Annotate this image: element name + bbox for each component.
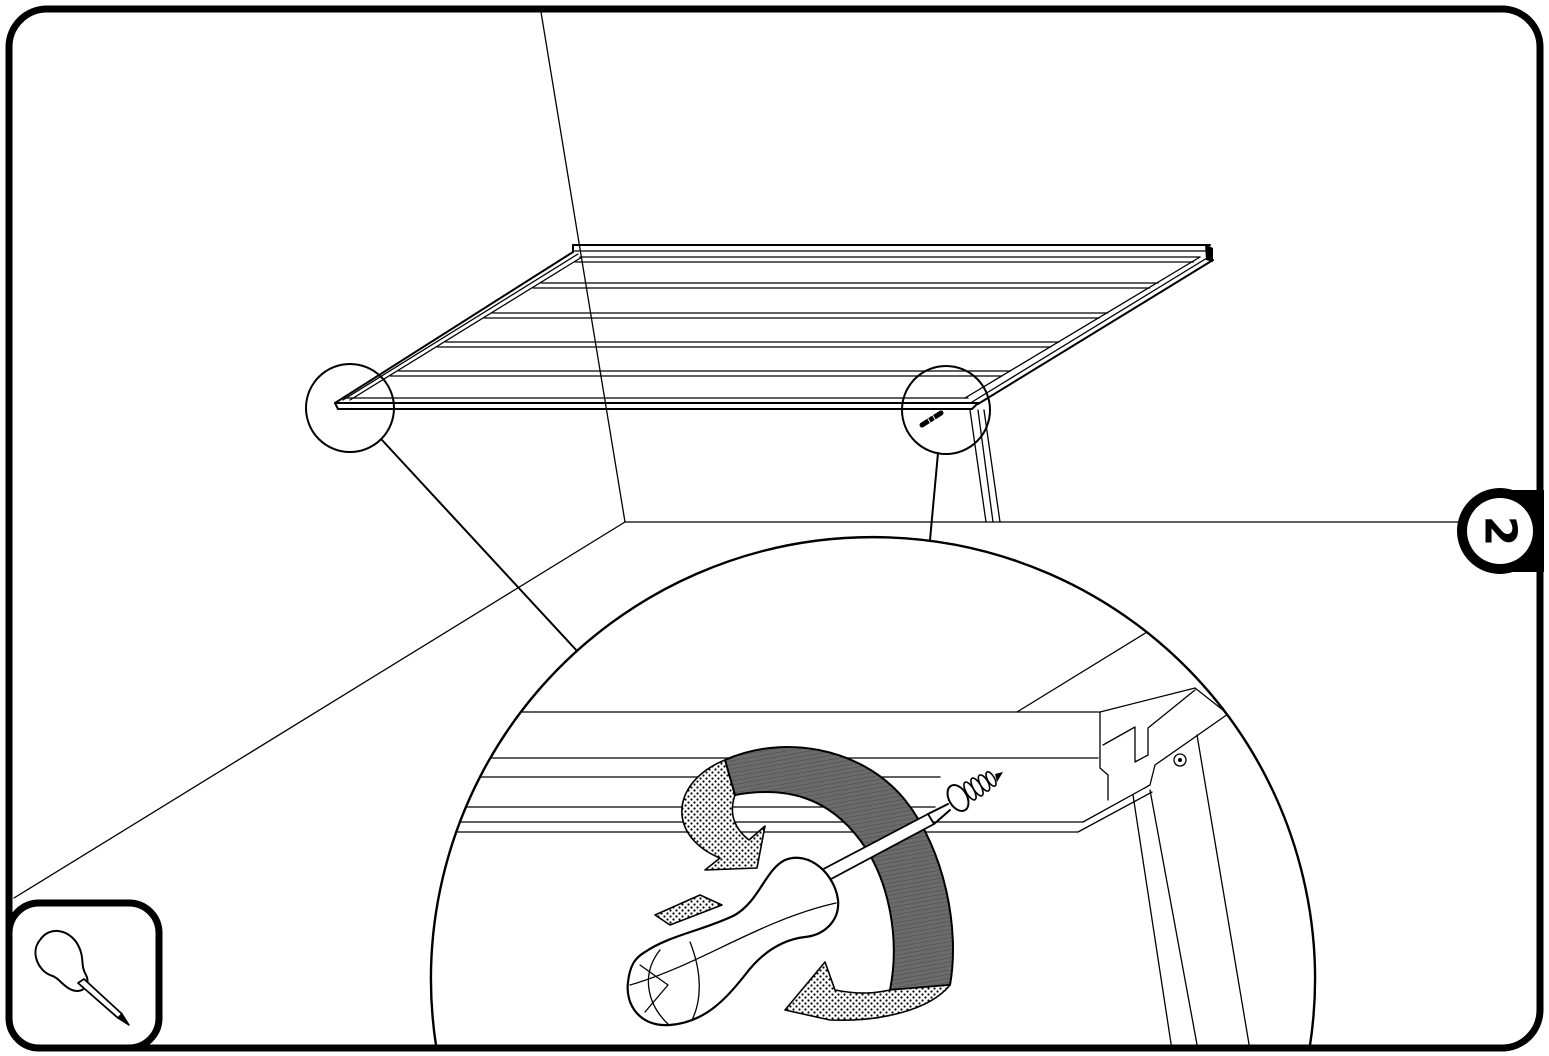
leader-line-left — [381, 439, 579, 653]
frame-front-bar — [334, 397, 979, 410]
frame-left-rail — [334, 251, 583, 404]
frame-back-bar — [572, 244, 1213, 262]
right-rail-outer — [977, 259, 1214, 405]
magnified-support-leg — [1132, 734, 1251, 1048]
callout-circle-right — [901, 365, 991, 455]
leg-line — [1149, 789, 1199, 1048]
screw-tip — [995, 772, 1003, 782]
wall-corner-edge — [540, 11, 626, 523]
frame-right-rail — [964, 256, 1214, 405]
screw-thread — [985, 771, 997, 787]
magnified-ceiling-edge — [1016, 620, 1166, 713]
step-number: 2 — [1475, 516, 1526, 547]
magnifier-circle — [429, 535, 1317, 1049]
rotate-arrow-back-segment — [654, 894, 723, 926]
back-bar-end-cap — [1205, 244, 1213, 262]
tool-box — [5, 899, 163, 1052]
rotate-arrow-tail — [681, 759, 766, 871]
small-screw-thread — [926, 416, 932, 425]
right-rail-inner — [964, 256, 1201, 399]
screwdriver-bit — [927, 803, 949, 815]
step-badge: 2 — [1457, 488, 1544, 574]
icon-tip — [117, 1013, 130, 1026]
rail-end-flange — [1082, 713, 1229, 823]
rail-screw-hole — [1173, 753, 1187, 767]
leg-line — [977, 409, 994, 523]
screw-head — [946, 784, 970, 812]
handle-end-facet — [647, 949, 669, 1025]
leg-line — [1196, 734, 1251, 1048]
rail-end-wall — [1099, 711, 1109, 801]
callout-circle-left — [305, 363, 395, 453]
frame-support-leg — [969, 409, 1001, 523]
rail-screw-hole-center — [1178, 758, 1182, 762]
rotate-arrow-head — [784, 961, 951, 1022]
frame-slats — [389, 261, 1194, 377]
left-rail-inner — [349, 256, 583, 401]
front-bar-left-cap — [334, 402, 339, 410]
front-bar-right-cap — [971, 402, 979, 410]
screwdriver-bit — [933, 809, 951, 825]
screw — [946, 771, 1003, 812]
room-corner-lines — [13, 11, 1459, 899]
magnified-detail — [429, 535, 1317, 1049]
handle-rib-facet — [689, 941, 700, 1021]
small-screw — [919, 410, 944, 428]
rail-end-lip — [1077, 791, 1153, 833]
detail-callouts — [305, 363, 991, 653]
right-rail-mid — [971, 257, 1208, 403]
rotate-clockwise-arrow-icon — [654, 746, 954, 1022]
wall-floor-edge — [13, 521, 626, 899]
screwdriver-icon — [34, 930, 130, 1026]
leg-line — [1132, 794, 1173, 1048]
frame-overview — [334, 244, 1214, 523]
left-rail-mid — [342, 253, 579, 401]
small-screw-body — [919, 410, 944, 428]
leg-line — [969, 409, 987, 523]
leader-line-right — [929, 452, 939, 541]
rail-end-profile — [1102, 689, 1196, 763]
small-screw-thread — [931, 413, 937, 422]
screwdriver — [626, 803, 951, 1027]
magnified-contents — [431, 620, 1251, 1048]
handle-tip-facet — [639, 964, 669, 1013]
left-rail-outer — [334, 251, 574, 404]
step-badge-inner — [1467, 498, 1533, 564]
